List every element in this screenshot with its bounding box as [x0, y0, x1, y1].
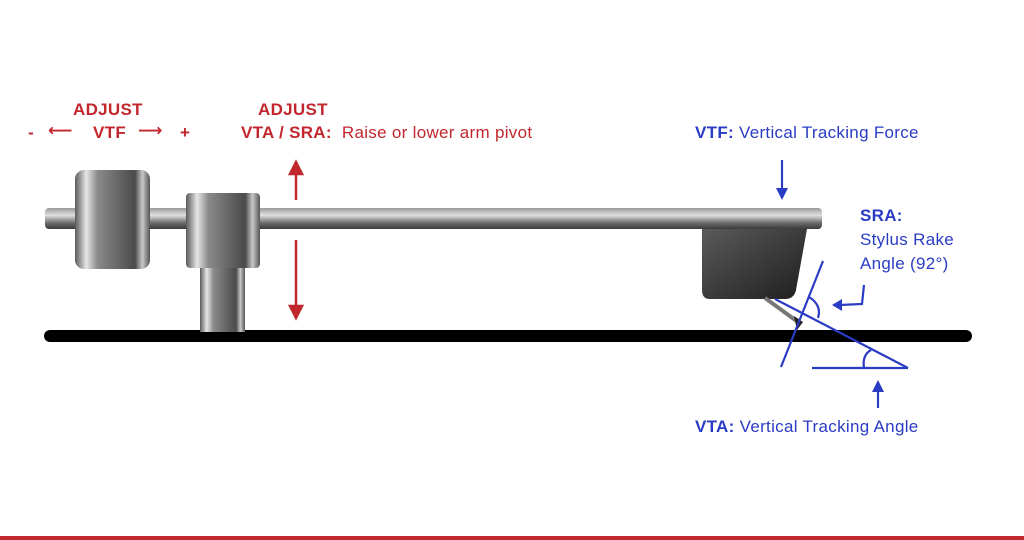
- arrow-right-icon: ⟶: [138, 121, 163, 140]
- vta-label: VTA: Vertical Tracking Angle: [695, 417, 919, 437]
- vta-adjust-label: VTA / SRA:: [241, 123, 332, 142]
- tonearm-tube: [45, 208, 822, 229]
- stylus-cantilever: [763, 296, 800, 324]
- sra-line1: Stylus Rake: [860, 230, 955, 249]
- vta-angle-arc: [862, 349, 872, 369]
- sra-abbr: SRA:: [860, 206, 903, 225]
- vta-adjust-description: Raise or lower arm pivot: [341, 123, 533, 142]
- arrow-up-head: [287, 159, 305, 176]
- sra-line2: Angle (92°): [860, 254, 949, 273]
- vta-arrowhead: [872, 380, 884, 392]
- vtf-text: Vertical Tracking Force: [739, 123, 919, 142]
- counterweight: [75, 170, 150, 269]
- vtf-adjust-label: VTF: [93, 123, 127, 142]
- vtf-minus: -: [28, 123, 34, 142]
- vtf-plus: +: [180, 123, 191, 142]
- vta-abbr: VTA:: [695, 417, 735, 436]
- arrow-down-head: [287, 304, 305, 321]
- vta-adjust-arrows: [287, 159, 305, 321]
- pivot-post: [200, 262, 245, 332]
- vtf-label: VTF: Vertical Tracking Force: [695, 123, 919, 143]
- vtf-arrowhead: [776, 188, 788, 200]
- angle-markup: [774, 160, 909, 408]
- vta-text: Vertical Tracking Angle: [739, 417, 919, 436]
- bottom-accent-bar: [0, 536, 1024, 540]
- stylus-axis-line: [774, 298, 909, 369]
- blue-arrowheads: [776, 188, 884, 392]
- vta-adjust-title: ADJUST: [258, 100, 328, 119]
- vtf-abbr: VTF:: [695, 123, 734, 142]
- sra-angle-arc: [808, 296, 821, 319]
- vtf-adjust-title: ADJUST: [73, 100, 143, 119]
- arrow-left-icon: ⟵: [48, 121, 73, 140]
- vta-sra-adjust-line: VTA / SRA: Raise or lower arm pivot: [241, 123, 532, 143]
- sra-pointer-arrow-icon: [839, 284, 866, 307]
- pivot-housing: [186, 193, 260, 268]
- sra-arrowhead: [832, 299, 842, 311]
- cartridge: [702, 229, 807, 299]
